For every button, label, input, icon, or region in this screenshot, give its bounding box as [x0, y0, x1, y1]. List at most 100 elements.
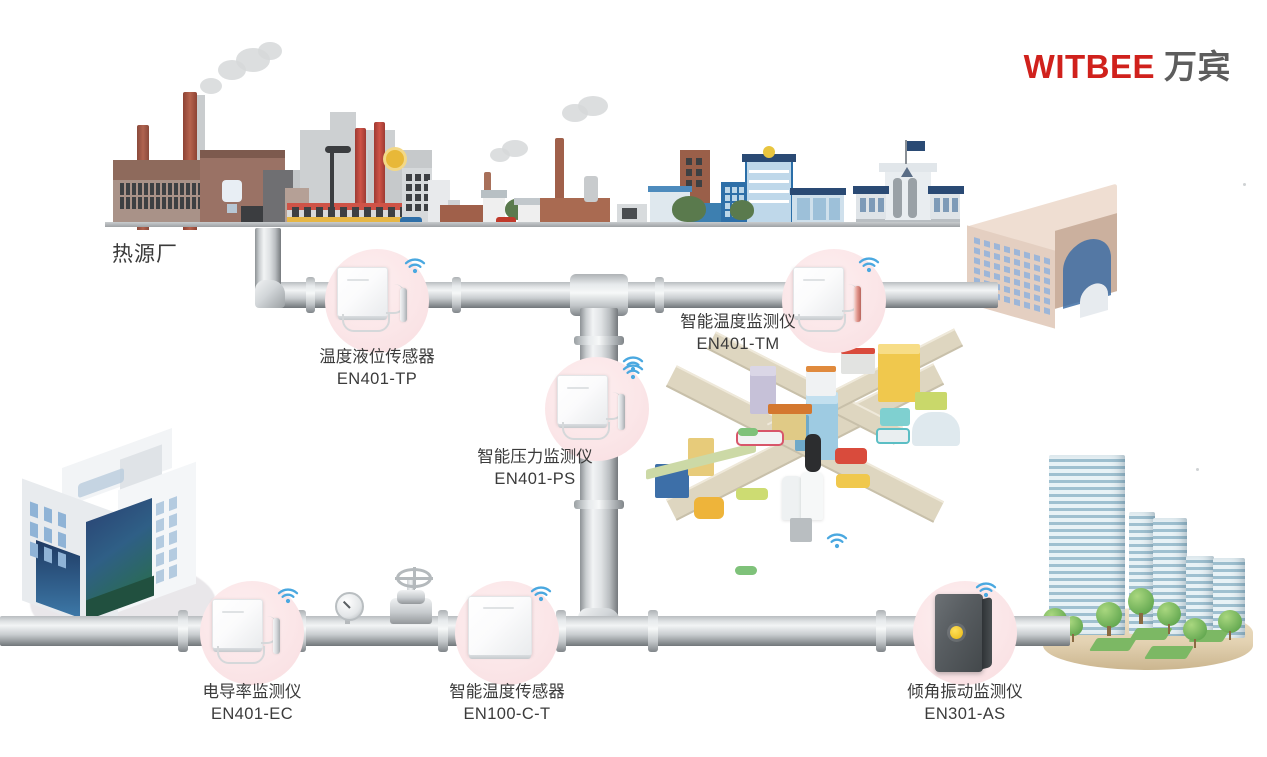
pipe-riser-left — [255, 228, 281, 290]
sensor-body — [468, 596, 532, 659]
smoke-puff — [578, 96, 608, 116]
government-hall-column — [893, 178, 902, 218]
sensor-probe — [273, 618, 280, 654]
lamp-head — [325, 146, 351, 153]
sensor-side-panel — [982, 596, 992, 670]
factory-annex-roof — [200, 150, 285, 158]
tree — [1218, 610, 1242, 640]
civic-tower-emblem — [763, 146, 775, 158]
device-code: EN100-C-T — [463, 705, 551, 724]
sensor-probe — [618, 394, 625, 430]
civic-lowrise-window — [797, 198, 810, 220]
tree — [1096, 602, 1122, 636]
factory-sign — [222, 180, 242, 202]
sensor-body — [557, 375, 608, 428]
civic-lowrise-window — [813, 198, 826, 220]
pipe-flange — [178, 610, 188, 652]
device-code: EN401-TP — [336, 370, 418, 389]
skyline-factory — [540, 198, 610, 225]
tree — [1157, 602, 1181, 634]
iso-city-building-white — [806, 370, 836, 396]
iso-cabinet — [801, 472, 823, 520]
logo-text-cn: 万宾 — [1164, 47, 1231, 86]
civic-tower-stripe — [749, 180, 789, 183]
iso-car-green — [736, 488, 768, 500]
wifi-icon — [826, 533, 848, 549]
logo-text-en: WITBEE — [1023, 48, 1155, 85]
device-name: 倾角振动监测仪 — [907, 682, 1023, 701]
iso-city-building-red — [841, 348, 875, 354]
gauge-needle — [342, 600, 351, 609]
sensor-indicator-led — [950, 626, 963, 639]
skyline-building-dark — [622, 208, 637, 219]
iso-cabinet-shadow — [790, 518, 812, 542]
skyline-window-grid — [686, 158, 702, 187]
plant-smokestack-red — [355, 128, 366, 206]
device-label-en401-tp: 温度液位传感器 EN401-TP — [282, 345, 472, 392]
device-label-en401-tm: 智能温度监测仪 EN401-TM — [643, 310, 833, 357]
sensor-body-dark — [935, 594, 992, 672]
device-code: EN301-AS — [924, 705, 1006, 724]
device-code: EN401-PS — [494, 470, 576, 489]
iso-city-building — [750, 366, 776, 376]
iso-car-yellow — [694, 497, 724, 519]
sensor-cable — [342, 314, 390, 332]
government-wing-roof — [928, 186, 964, 194]
pipe-flange — [574, 336, 624, 345]
plant-yellow-base — [287, 216, 422, 226]
government-hall-base — [856, 218, 960, 225]
wifi-icon — [975, 582, 997, 598]
pipe-upper-left — [262, 282, 598, 308]
iso-truck-yellow — [836, 474, 870, 488]
civic-lowrise-roof — [790, 188, 846, 195]
skyline-house-roof — [481, 190, 507, 198]
pipe-flange — [648, 610, 658, 652]
plant-smokestack-red — [374, 122, 385, 206]
pipe-flange — [452, 277, 461, 313]
civic-tower-stripe — [749, 190, 789, 193]
device-label-en100-c-t: 智能温度传感器 EN100-C-T — [412, 680, 602, 727]
heat-source-plant-label: 热源厂 — [112, 242, 178, 266]
iso-city-building-yellow — [878, 344, 920, 354]
office-window-grid — [156, 496, 177, 584]
government-hall-column — [908, 178, 917, 218]
smoke-puff — [502, 140, 528, 157]
tree — [1183, 618, 1207, 648]
tree — [672, 196, 706, 222]
speck-decoration — [1243, 183, 1246, 186]
government-hall-pediment — [879, 163, 937, 172]
civic-tower-roof — [742, 154, 796, 162]
speck-decoration — [1196, 468, 1199, 471]
pipe-flange — [556, 610, 566, 652]
device-name: 温度液位传感器 — [319, 347, 435, 366]
skyline-ground-line — [105, 222, 960, 227]
gate-valve-bonnet — [397, 590, 425, 604]
iso-hedge — [735, 566, 757, 575]
pipe-flange — [655, 277, 664, 313]
iso-city-building-green — [915, 392, 947, 410]
sensor-probe — [400, 288, 407, 322]
pipe-flange — [574, 500, 624, 509]
iso-cabinet — [782, 476, 802, 520]
civic-tower-stripe — [749, 170, 789, 173]
sensor-cable — [798, 314, 846, 332]
plant-window-grid — [292, 207, 419, 217]
civic-lowrise-window — [829, 198, 840, 220]
pipe-elbow — [255, 280, 285, 308]
civic-tower-stripe — [749, 200, 789, 203]
tree — [730, 200, 754, 220]
pipe-flange — [876, 610, 886, 652]
tree — [1128, 588, 1154, 624]
device-name: 智能温度监测仪 — [680, 312, 796, 331]
skyline-smokestack — [555, 138, 564, 206]
iso-van-teal — [876, 428, 910, 444]
flag — [907, 141, 925, 151]
pipe-flange — [306, 277, 315, 313]
sensor-body — [793, 267, 844, 320]
sensor-probe — [854, 286, 861, 322]
device-label-en401-ec: 电导率监测仪 EN401-EC — [157, 680, 347, 727]
government-window-grid — [860, 198, 884, 212]
device-code: EN401-TM — [696, 335, 780, 354]
